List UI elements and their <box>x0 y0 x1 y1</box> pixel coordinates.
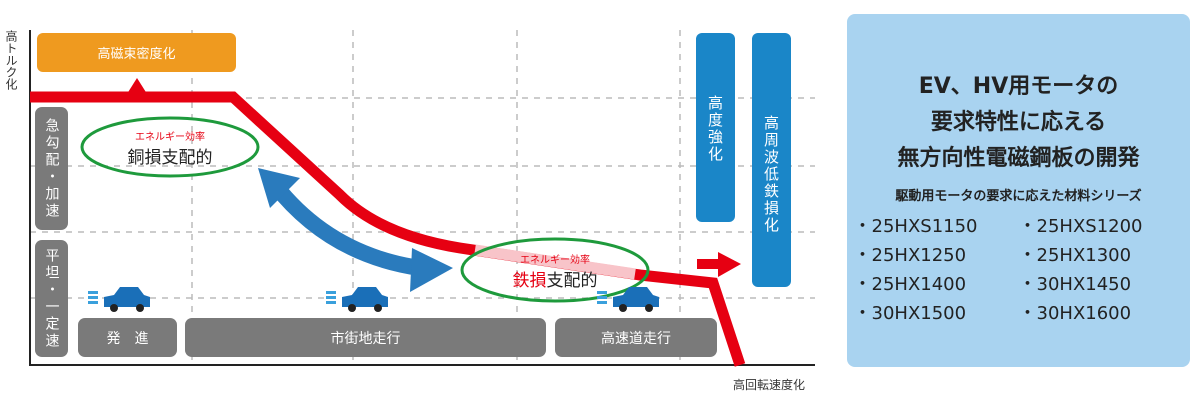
ellipse2-text: エネルギー効率 鉄損支配的 <box>512 255 598 291</box>
bottom-box-city: 市街地走行 <box>185 318 546 357</box>
car-icons <box>88 287 659 312</box>
list-item: ・25HX1400 <box>853 274 967 295</box>
bottom-box-highway: 高速道走行 <box>555 318 717 357</box>
curve-highlight <box>474 244 636 280</box>
ellipse-copper-loss <box>80 116 260 178</box>
arrow-head-right <box>410 248 453 292</box>
torque-curve <box>30 91 746 367</box>
list-item: ・25HXS1200 <box>1018 216 1143 237</box>
list-item: ・25HXS1150 <box>853 216 978 237</box>
red-arrow-icon <box>697 252 741 277</box>
list-item: ・30HX1600 <box>1018 303 1132 324</box>
arrow-head-up <box>258 168 300 208</box>
blue-box-low-iron-loss: 高周波低鉄損化 <box>752 33 791 287</box>
side-box-constant-speed: 平坦・一定速 <box>35 240 68 357</box>
double-arrow <box>268 180 422 276</box>
x-axis-label: 高回転速度化 <box>733 378 806 392</box>
side-box-acceleration: 急勾配・加速 <box>35 107 68 230</box>
list-item: ・25HX1250 <box>853 245 967 266</box>
list-item: ・30HX1450 <box>1018 274 1132 295</box>
diagram-graphics <box>29 30 815 367</box>
y-axis-label: 高トルク化 <box>4 30 18 90</box>
list-item: ・25HX1300 <box>1018 245 1132 266</box>
material-list: ・25HXS1150 ・25HXS1200 ・25HX1250 ・25HX130… <box>847 212 1190 325</box>
ellipse-iron-loss <box>460 237 650 303</box>
list-item: ・30HX1500 <box>853 303 967 324</box>
info-panel: EV、HV用モータの 要求特性に応える 無方向性電磁鋼板の開発 駆動用モータの要… <box>847 14 1190 367</box>
panel-title: EV、HV用モータの 要求特性に応える 無方向性電磁鋼板の開発 <box>897 74 1140 171</box>
blue-box-high-strength: 高度強化 <box>696 33 735 222</box>
panel-subtitle: 駆動用モータの要求に応えた材料シリーズ <box>895 189 1142 204</box>
bottom-box-start: 発 進 <box>78 318 177 357</box>
ellipse1-text: エネルギー効率 銅損支配的 <box>127 132 213 168</box>
high-flux-density-box: 高磁束密度化 <box>37 33 236 72</box>
